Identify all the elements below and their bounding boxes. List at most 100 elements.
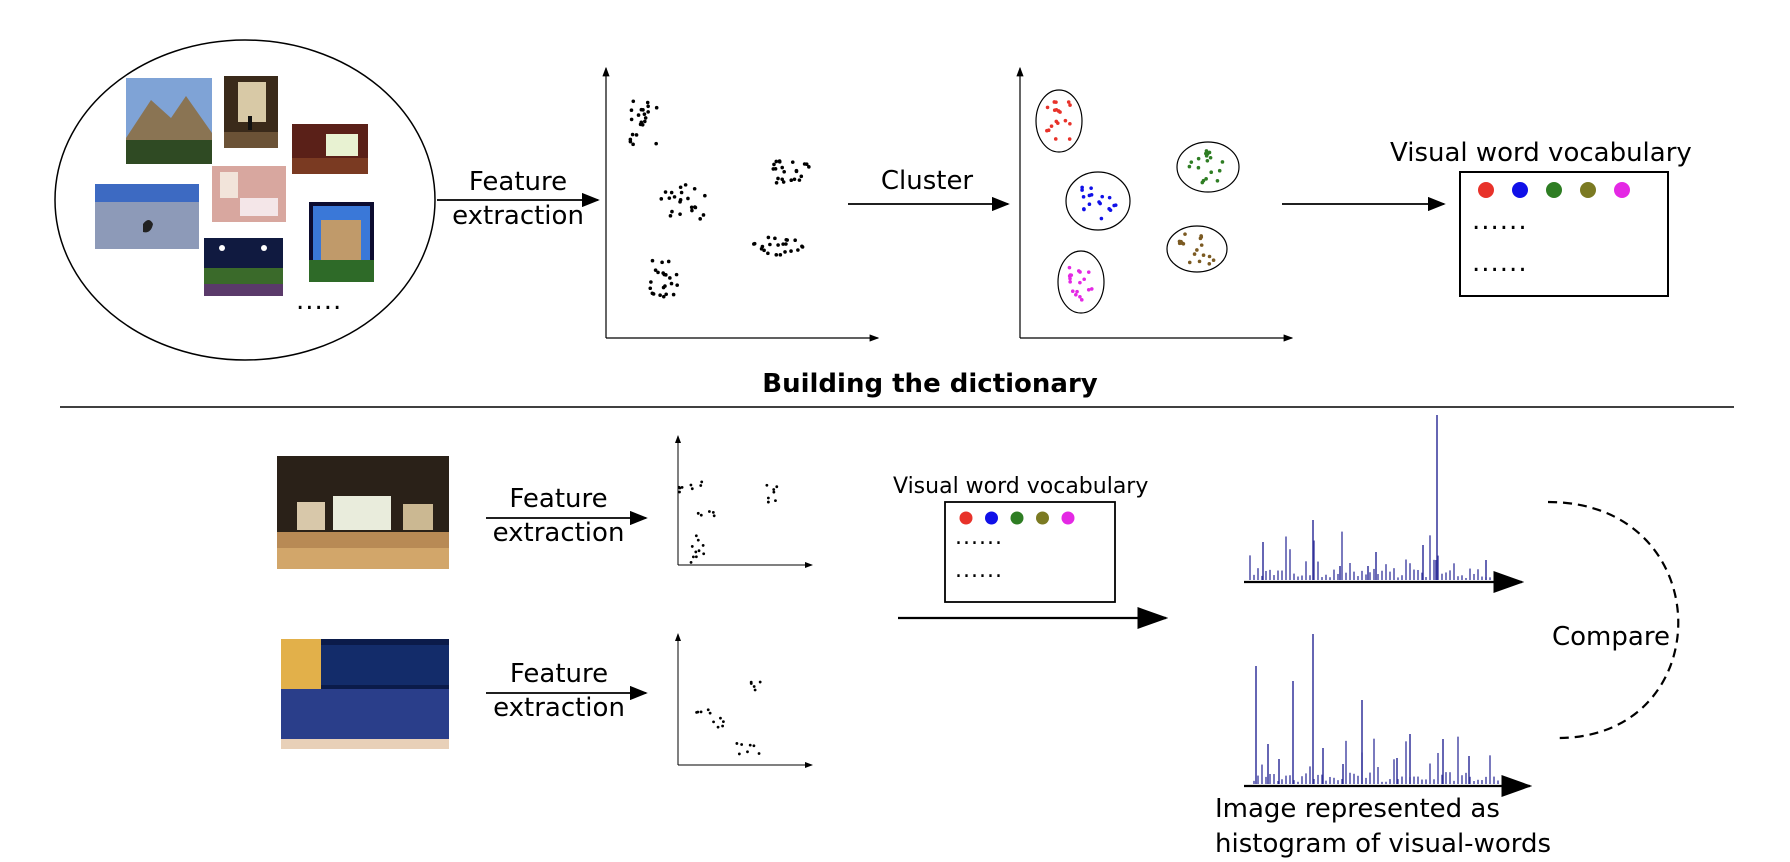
feature-point — [774, 253, 779, 257]
vocabulary-dot — [959, 511, 973, 525]
histogram-bars — [1249, 415, 1499, 784]
feature-point — [668, 214, 673, 218]
photo-stadium — [204, 238, 283, 296]
vocabulary-dot — [985, 511, 998, 525]
photo-auditorium-2 — [281, 639, 449, 749]
cluster-point — [1070, 289, 1075, 293]
feature-point — [689, 205, 694, 210]
compare-arc — [1547, 500, 1680, 740]
vocabulary-row-2: ...... — [1472, 248, 1528, 278]
bottom-point — [690, 487, 694, 491]
cluster-point — [1089, 193, 1094, 197]
feature-extraction-line-1: Feature — [468, 167, 568, 197]
feature-point — [654, 141, 658, 146]
feature-scatter-points — [628, 99, 811, 299]
bottom-point — [694, 555, 698, 559]
cluster-point — [1068, 121, 1072, 126]
feature-point — [672, 195, 677, 199]
bottom-point — [766, 500, 770, 504]
bottom-point — [774, 499, 777, 503]
cluster-point — [1067, 265, 1072, 270]
cluster-point — [1082, 207, 1086, 211]
feature-point — [796, 248, 800, 252]
cluster-point — [1075, 289, 1079, 294]
feature-point — [656, 270, 660, 275]
bottom-feature-extraction-label-2: Feature extraction — [480, 657, 638, 725]
feature-point — [772, 162, 776, 167]
feature-point — [675, 283, 679, 287]
bottom-point — [757, 752, 761, 755]
cluster-point — [1220, 160, 1225, 164]
feature-point — [658, 293, 662, 298]
feature-scatter-axes — [602, 66, 880, 342]
bottom-point — [735, 742, 739, 745]
feature-point — [629, 108, 634, 113]
bottom-point — [711, 510, 715, 514]
feature-point — [663, 284, 667, 288]
feature-point — [781, 180, 786, 184]
bottom-point — [748, 743, 752, 747]
cluster-point — [1207, 254, 1212, 259]
histogram-axes — [1244, 571, 1533, 797]
feature-point — [660, 260, 664, 265]
cluster-point — [1187, 260, 1192, 265]
cluster-point — [1076, 269, 1081, 273]
cluster-point — [1199, 243, 1204, 247]
feature-point — [629, 117, 634, 122]
vocabulary-box — [1459, 171, 1669, 297]
cluster-point — [1200, 180, 1205, 185]
bottom-vocabulary-color-dots — [959, 511, 1075, 525]
vocabulary-row-1: ...... — [1472, 206, 1528, 236]
photo-lecture-screen — [292, 124, 368, 174]
feature-point — [651, 292, 656, 296]
bottom-point — [678, 490, 681, 494]
cluster-point — [1204, 149, 1209, 153]
cluster-point — [1195, 248, 1199, 252]
bottom-point — [678, 486, 682, 490]
feature-point — [785, 238, 789, 242]
bottom-point — [765, 483, 769, 487]
bottom-point — [689, 483, 693, 487]
collection-ellipsis: ..... — [296, 286, 343, 316]
cluster-point — [1055, 121, 1060, 125]
bottom-point — [708, 711, 712, 715]
cluster-point — [1196, 165, 1201, 170]
photo-desert — [95, 184, 199, 249]
feature-point — [690, 208, 694, 213]
cluster-point — [1113, 203, 1118, 207]
vocabulary-dot — [1546, 182, 1562, 198]
feature-point — [693, 205, 697, 209]
cluster-point — [1189, 160, 1194, 164]
feature-point — [643, 116, 648, 120]
feature-point — [668, 276, 672, 280]
cluster-point — [1204, 177, 1208, 181]
cluster-point — [1187, 164, 1192, 169]
feature-point — [792, 177, 797, 182]
feature-point — [781, 242, 785, 246]
feature-point — [664, 292, 668, 297]
feature-point — [630, 132, 635, 137]
bottom-point — [752, 744, 756, 748]
cluster-point — [1080, 188, 1084, 192]
cluster-point — [1054, 100, 1058, 104]
cluster-point — [1082, 277, 1086, 282]
feature-point — [797, 178, 802, 182]
feature-point — [784, 242, 788, 246]
vocabulary-dot — [1010, 511, 1024, 525]
feature-point — [790, 160, 795, 164]
cluster-point — [1097, 200, 1101, 204]
cluster-point — [1207, 261, 1212, 266]
bottom-point — [758, 680, 762, 684]
bottom-vocabulary-title: Visual word vocabulary — [893, 474, 1149, 499]
feature-point — [666, 259, 671, 264]
cluster-scatter-points — [1035, 89, 1240, 314]
feature-point — [799, 174, 804, 179]
photo-mountain — [126, 78, 212, 164]
cluster-point — [1100, 194, 1105, 199]
feature-point — [638, 122, 643, 127]
cluster-ellipse — [1166, 225, 1228, 273]
bottom-point — [699, 513, 703, 517]
cluster-point — [1080, 185, 1084, 190]
feature-point — [793, 238, 797, 243]
